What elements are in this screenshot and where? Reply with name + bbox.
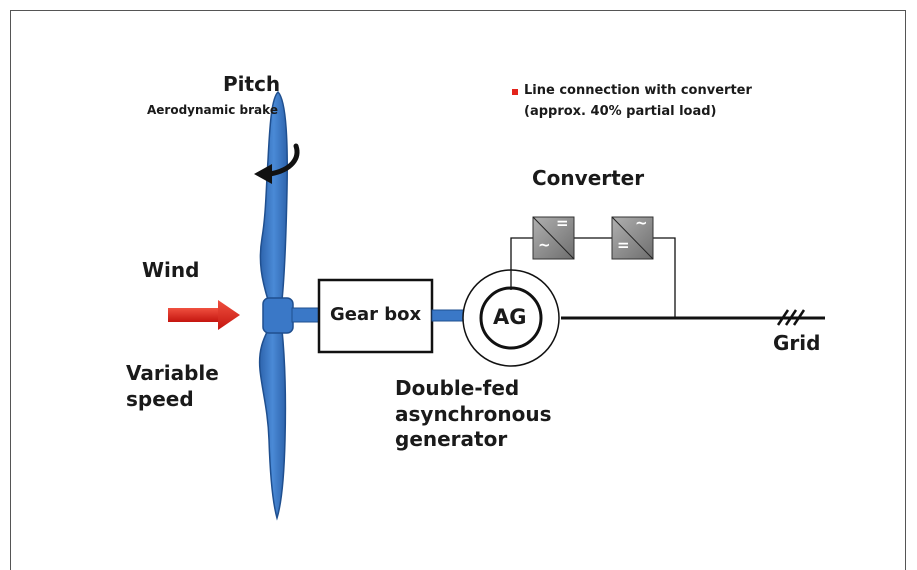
converter-2-bottom-symbol: = (617, 236, 630, 254)
converter-block-1 (532, 216, 575, 260)
variable-speed-label: Variable speed (126, 361, 219, 411)
three-phase-icon (776, 309, 806, 326)
generator-description-label: Double-fed asynchronous generator (395, 376, 552, 452)
curved-arrow-icon (254, 143, 300, 184)
legend-marker (512, 89, 518, 95)
converter-1-top-symbol: = (556, 214, 569, 232)
grid-label: Grid (773, 331, 821, 355)
wind-label: Wind (142, 258, 200, 282)
converter-2-top-symbol: ~ (635, 214, 648, 232)
generator-symbol-label: AG (493, 305, 527, 329)
gear-box (317, 278, 434, 354)
aerodynamic-brake-label: Aerodynamic brake (147, 103, 278, 117)
pitch-label: Pitch (223, 72, 281, 96)
legend-line-2: (approx. 40% partial load) (524, 104, 717, 119)
rotor-blade-lower (258, 329, 287, 521)
rotor-hub (262, 297, 294, 334)
converter-1-bottom-symbol: ~ (538, 236, 551, 254)
diagram-frame (10, 10, 906, 570)
rotor-blade-upper (259, 90, 288, 301)
right-arrow-icon (168, 300, 240, 330)
converter-label: Converter (532, 166, 645, 190)
converter-block-2 (611, 216, 654, 260)
shaft-rotor-gearbox (291, 307, 321, 323)
legend-line-1: Line connection with converter (524, 83, 752, 98)
gear-box-label: Gear box (330, 304, 422, 325)
converter-wiring (510, 237, 676, 318)
